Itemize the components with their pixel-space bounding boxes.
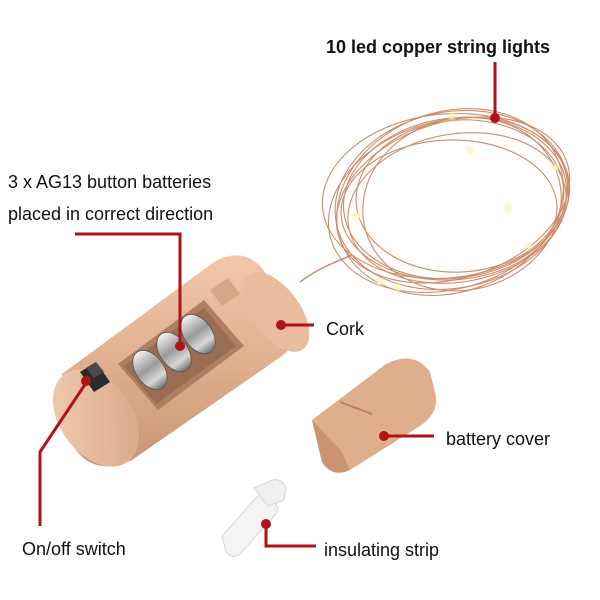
label-string-lights: 10 led copper string lights (326, 37, 551, 57)
insulating-strip-part (221, 479, 287, 558)
switch-slider (80, 362, 110, 392)
pointer-cork (276, 320, 314, 330)
label-batteries-line1: 3 x AG13 button batteries (8, 172, 212, 192)
button-batteries (132, 313, 216, 391)
label-batteries-line2: placed in correct direction (8, 204, 214, 224)
battery-cover-part (312, 358, 437, 473)
lead-wire (299, 254, 353, 283)
pointer-battery-cover (379, 431, 434, 441)
pointer-switch (38, 376, 91, 526)
led-bulbs (351, 110, 561, 294)
label-batteries: 3 x AG13 button batteries placed in corr… (8, 166, 213, 230)
label-battery-cover: battery cover (446, 429, 551, 449)
label-insulating-strip: insulating strip (324, 540, 440, 560)
copper-wire-coil (321, 108, 571, 296)
pointer-strip (261, 519, 316, 548)
label-cork: Cork (326, 319, 365, 339)
label-switch: On/off switch (22, 539, 126, 559)
pointer-batteries (75, 232, 185, 351)
pointer-string-lights (490, 62, 500, 123)
